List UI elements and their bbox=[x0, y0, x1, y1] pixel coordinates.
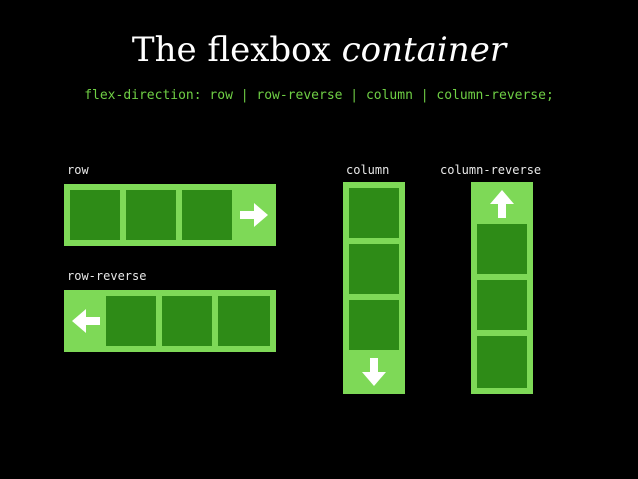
column-item-2 bbox=[349, 244, 399, 294]
row-container bbox=[64, 184, 276, 246]
column-label: column bbox=[346, 163, 390, 177]
row-label: row bbox=[67, 163, 89, 177]
column-item-3 bbox=[349, 300, 399, 350]
slide-title: The flexbox container bbox=[0, 30, 638, 70]
column-item-1 bbox=[349, 188, 399, 238]
column-reverse-item-2 bbox=[477, 280, 527, 330]
arrow-left-icon bbox=[72, 309, 100, 333]
row-reverse-label: row-reverse bbox=[67, 269, 147, 283]
column-reverse-item-3 bbox=[477, 224, 527, 274]
row-reverse-item-3 bbox=[106, 296, 156, 346]
arrow-up-icon bbox=[490, 190, 514, 218]
arrow-down-icon bbox=[362, 358, 386, 386]
column-reverse-container bbox=[471, 182, 533, 394]
row-reverse-item-1 bbox=[218, 296, 270, 346]
column-reverse-item-1 bbox=[477, 336, 527, 388]
title-main: The flexbox bbox=[131, 30, 331, 70]
arrow-right-icon bbox=[240, 203, 268, 227]
flex-direction-syntax: flex-direction: row | row-reverse | colu… bbox=[84, 88, 554, 103]
row-item-3 bbox=[182, 190, 232, 240]
row-item-2 bbox=[126, 190, 176, 240]
row-reverse-container bbox=[64, 290, 276, 352]
title-emphasis: container bbox=[341, 30, 507, 70]
column-container bbox=[343, 182, 405, 394]
column-reverse-label: column-reverse bbox=[440, 163, 542, 177]
row-reverse-item-2 bbox=[162, 296, 212, 346]
row-item-1 bbox=[70, 190, 120, 240]
